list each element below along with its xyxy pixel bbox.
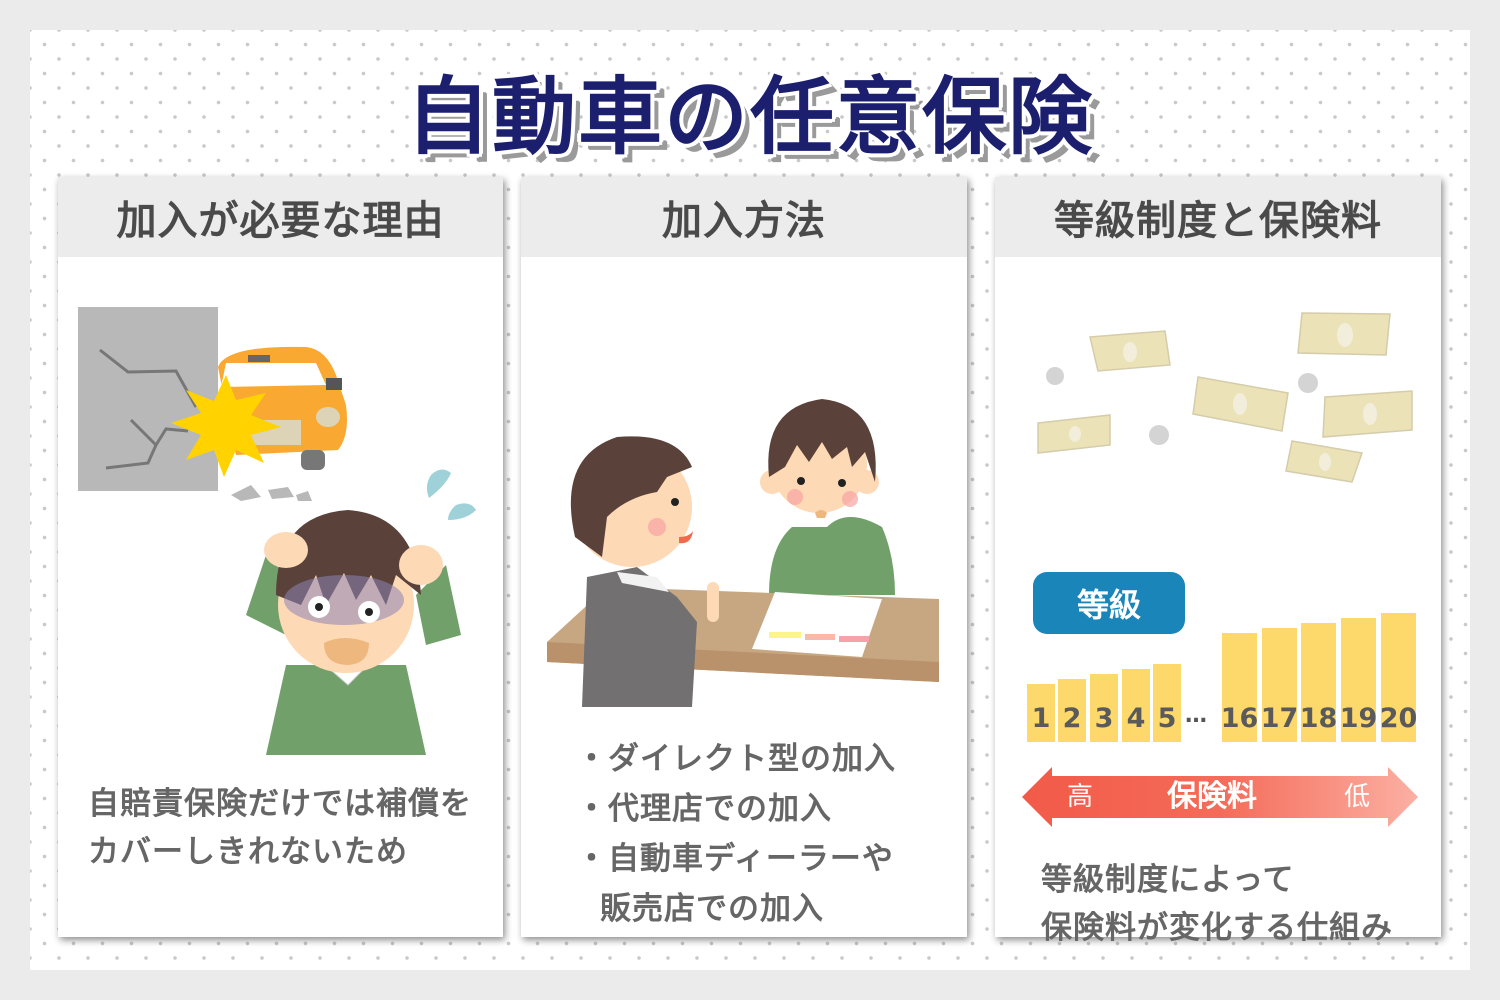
grade-bar: 2 — [1058, 679, 1086, 742]
grade-bar: 5 — [1153, 664, 1181, 742]
money-illustration — [1037, 312, 1413, 483]
grade-bar: 20 — [1380, 613, 1417, 742]
reason-description: 自賠責保険だけでは補償を カバーしきれないため — [88, 780, 472, 876]
grade-ellipsis: … — [1185, 703, 1207, 728]
main-title: 自動車の任意保険 — [405, 68, 1094, 166]
grade-description: 等級制度によって 保険料が変化する仕組み — [1041, 856, 1393, 952]
list-item: ・自動車ディーラーや — [576, 841, 894, 877]
card-header: 加入が必要な理由 — [58, 177, 503, 257]
method-list: ・ダイレクト型の加入 ・代理店での加入 ・自動車ディーラーや 販売店での加入 — [576, 734, 896, 934]
consultation-illustration — [547, 399, 939, 707]
premium-arrow: 高 保険料 低 — [1022, 767, 1418, 827]
card-header: 等級制度と保険料 — [995, 177, 1441, 257]
card-header: 加入方法 — [521, 177, 967, 257]
car-crash-illustration — [78, 307, 476, 755]
double-arrow-icon — [1022, 767, 1418, 827]
grade-bar: 16 — [1221, 633, 1258, 742]
arrow-low-label: 低 — [1344, 782, 1371, 812]
grade-bar: 1 — [1027, 684, 1055, 742]
grade-bar: 19 — [1340, 618, 1377, 742]
card-method: 加入方法 ・ダイレクト型の加入 — [521, 177, 967, 937]
grade-bar-chart: 1 2 3 4 5 … 16 17 18 19 20 — [1027, 607, 1427, 742]
arrow-center-label: 保険料 — [1167, 779, 1257, 814]
grade-bar: 18 — [1300, 623, 1337, 742]
arrow-high-label: 高 — [1067, 782, 1094, 812]
list-item: ・ダイレクト型の加入 — [576, 741, 896, 777]
grade-bar: 3 — [1090, 674, 1118, 742]
description-line: カバーしきれないため — [88, 834, 408, 870]
description-line: 自賠責保険だけでは補償を — [88, 786, 472, 822]
card-grade-system: 等級制度と保険料 等級 1 2 3 4 — [995, 177, 1441, 946]
list-item: ・代理店での加入 — [576, 791, 832, 827]
card-reason: 加入が必要な理由 — [58, 177, 503, 937]
description-line: 保険料が変化する仕組み — [1041, 910, 1393, 946]
list-item: 販売店での加入 — [600, 891, 824, 927]
grade-bar: 4 — [1122, 669, 1150, 742]
description-line: 等級制度によって — [1041, 862, 1295, 898]
grade-bar: 17 — [1261, 628, 1298, 742]
grade-badge: 等級 — [1033, 572, 1185, 634]
